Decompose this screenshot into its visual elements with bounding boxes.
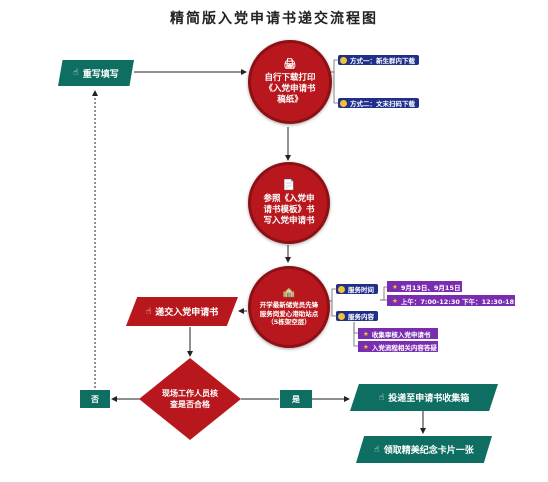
submit-label: 递交入党申请书 (155, 308, 219, 318)
rewrite-box: ☝ 重写填写 (58, 60, 134, 86)
bullet-icon (338, 312, 345, 320)
download-label: 自行下载打印《入党申请书稿纸》 (264, 72, 316, 105)
connector-method-one (330, 59, 338, 73)
deliver-label: 投递至申请书收集箱 (388, 394, 470, 404)
connector-method-two (330, 71, 338, 104)
method-one-tag: 方式一：新生群内下载 (338, 55, 419, 65)
hand-point-icon: ☝ (73, 68, 79, 78)
hand-point-icon: ☝ (145, 306, 152, 317)
bullet-icon (340, 56, 347, 64)
document-icon: 📄 (282, 179, 296, 191)
connector-content-two (353, 322, 358, 347)
write-circle: 📄 参照《入党申请书模板》书写入党申请书 (248, 162, 330, 244)
deliver-box: ☝ 投递至申请书收集箱 (350, 384, 498, 411)
star-icon: ★ (392, 296, 398, 305)
card-label: 领取精美纪念卡片一张 (383, 446, 474, 456)
station-label: 开学最新储党员先锋服务岗爱心港助站点（5栋架空层） (259, 301, 319, 327)
download-circle: 🖨 自行下载打印《入党申请书稿纸》 (248, 40, 332, 124)
star-icon: ★ (392, 282, 398, 291)
service-time-tag: 服务时间 (336, 284, 378, 294)
check-label: 现场工作人员核查是否合格 (162, 389, 218, 409)
content-item-2: ★ 入党流程相关内容答疑 (358, 341, 438, 352)
connector-dates (380, 286, 387, 301)
card-box: ☝ 领取精美纪念卡片一张 (356, 436, 492, 463)
station-icon: 🏫 (282, 287, 296, 299)
hand-point-icon: ☝ (374, 444, 380, 455)
bullet-icon (338, 285, 345, 293)
bullet-icon (340, 99, 347, 107)
write-label: 参照《入党申请书模板》书写入党申请书 (263, 193, 315, 226)
connector-service-content (328, 300, 336, 317)
submit-box: ☝ 递交入党申请书 (126, 297, 238, 326)
check-diamond: 现场工作人员核查是否合格 (139, 358, 241, 440)
content-item-1: ★ 收集审核入党申请书 (358, 328, 438, 339)
service-content-tag: 服务内容 (336, 311, 378, 321)
rewrite-label: 重写填写 (82, 69, 119, 80)
station-circle: 🏫 开学最新储党员先锋服务岗爱心港助站点（5栋架空层） (248, 266, 330, 348)
page-title: 精简版入党申请书递交流程图 (170, 11, 378, 27)
hand-point-icon: ☝ (378, 392, 385, 403)
star-icon: ★ (363, 342, 369, 351)
no-label: 否 (80, 390, 110, 408)
star-icon: ★ (363, 329, 369, 338)
method-two-tag: 方式二：文末扫码下载 (338, 98, 419, 108)
service-hours: ★ 上午：7:00-12:30 下午：12:30-18:00 (387, 295, 526, 306)
service-dates: ★ 9月13日、9月15日 (387, 281, 462, 292)
printer-icon: 🖨 (283, 58, 297, 70)
yes-label: 是 (280, 390, 312, 408)
